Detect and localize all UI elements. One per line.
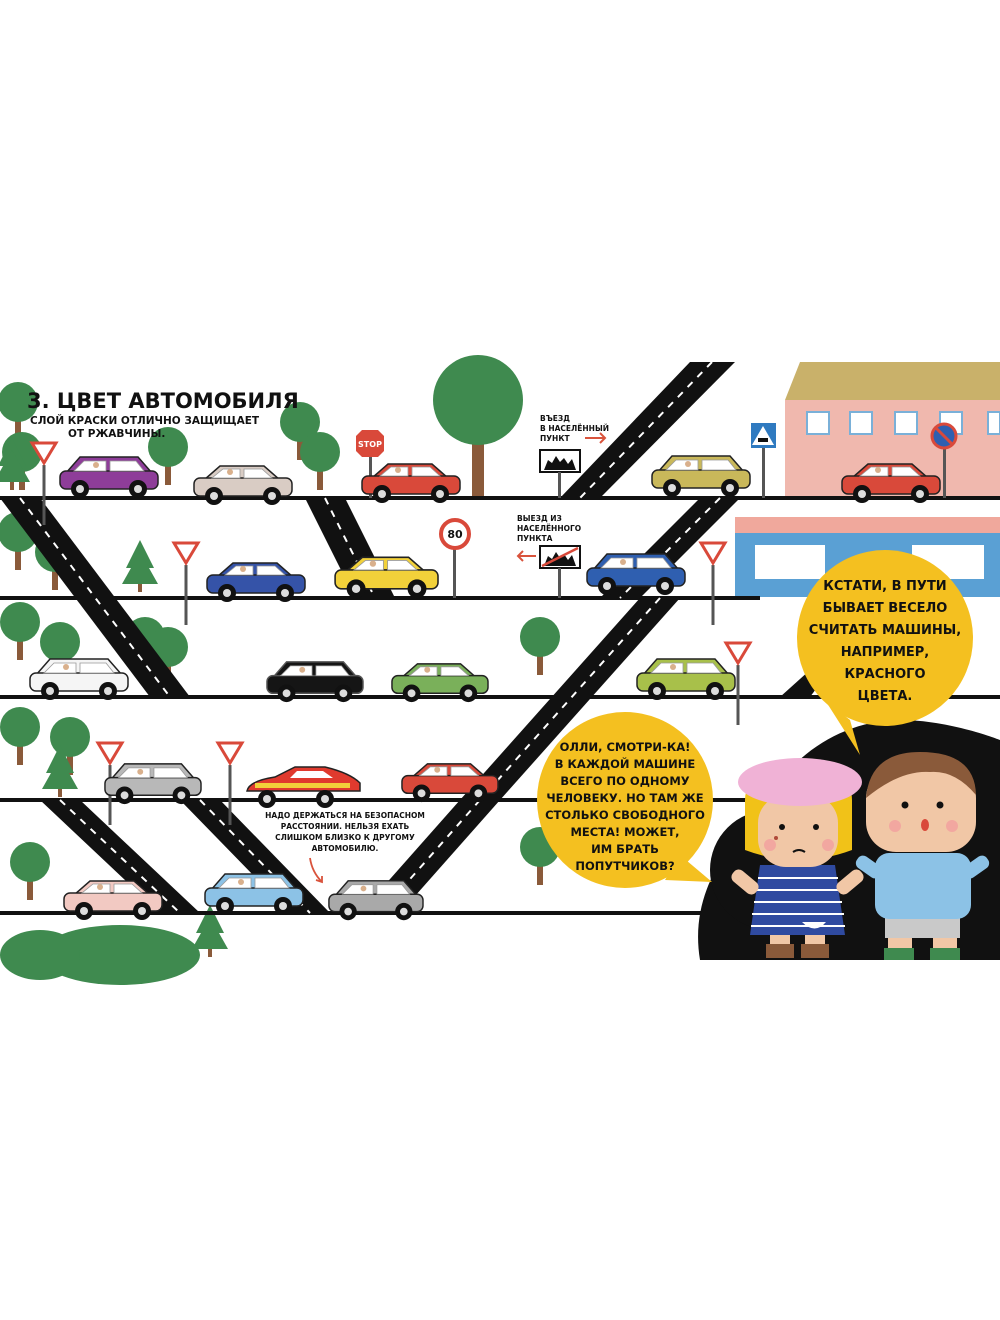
boy-speech-bubble: КСТАТИ, В ПУТИ БЫВАЕТ ВЕСЕЛО СЧИТАТЬ МАШ… [797,550,973,755]
entry-sign-line-3: ПУНКТ [540,434,570,443]
boy-character [855,752,990,960]
car-olive [651,455,751,497]
car-red-2 [841,463,941,503]
girl-bubble-line-6: МЕСТА! МОЖЕТ, [570,825,679,839]
car-red-1 [361,463,461,503]
speed-limit-sign: 80 [439,518,471,598]
car-pink [63,880,163,920]
girl-bubble-line-5: СТОЛЬКО СВОБОДНОГО [545,808,705,822]
town-entry-sign: ВЪЕЗД В НАСЕЛЁННЫЙ ПУНКТ [539,414,609,498]
boy-bubble-line-4: НАПРИМЕР, [841,645,930,660]
subtitle-line-2: ОТ РЖАВЧИНЫ. [68,428,165,440]
speed-limit-label: 80 [447,528,463,541]
subtitle-line-1: СЛОЙ КРАСКИ ОТЛИЧНО ЗАЩИЩАЕТ [30,414,260,427]
car-yellow [334,556,439,599]
car-black [266,661,364,703]
page-title: 3. ЦВЕТ АВТОМОБИЛЯ [27,389,299,413]
big-tree [433,355,523,498]
car-green [391,663,489,703]
crosswalk-sign [751,423,776,498]
cars [29,455,941,921]
entry-sign-line-2: В НАСЕЛЁННЫЙ [540,424,609,433]
car-lightblue [204,873,304,915]
safety-note: НАДО ДЕРЖАТЬСЯ НА БЕЗОПАСНОМ РАССТОЯНИИ.… [265,811,425,884]
heading: 3. ЦВЕТ АВТОМОБИЛЯ СЛОЙ КРАСКИ ОТЛИЧНО З… [27,389,299,440]
boy-bubble-line-3: СЧИТАТЬ МАШИНЫ, [809,623,961,638]
no-parking-sign [930,422,958,498]
arrow-left-icon [516,550,536,562]
car-grey-1 [104,763,202,805]
girl-bubble-line-2: В КАЖДОЙ МАШИНЕ [555,756,696,771]
car-beige [193,465,293,505]
girl-bubble-line-1: ОЛЛИ, СМОТРИ-КА! [560,740,691,754]
boy-bubble-line-2: БЫВАЕТ ВЕСЕЛО [823,601,948,616]
girl-bubble-line-8: ПОПУТЧИКОВ? [575,859,674,873]
exit-sign-line-2: НАСЕЛЁННОГО [517,524,581,533]
car-sports [246,766,361,808]
exit-sign-line-1: ВЫЕЗД ИЗ [517,514,562,523]
car-lime [636,658,736,700]
note-line-3: СЛИШКОМ БЛИЗКО К ДРУГОМУ [275,833,415,842]
car-purple [59,456,159,498]
girl-bubble-line-7: ИМ БРАТЬ [591,842,659,856]
note-line-1: НАДО ДЕРЖАТЬСЯ НА БЕЗОПАСНОМ [265,811,425,820]
girl-bubble-line-3: ВСЕГО ПО ОДНОМУ [560,774,689,788]
arrow-right-icon [585,432,607,444]
girl-speech-bubble: ОЛЛИ, СМОТРИ-КА! В КАЖДОЙ МАШИНЕ ВСЕГО П… [537,712,713,888]
entry-sign-line-1: ВЪЕЗД [540,414,570,423]
car-red-3 [401,763,499,803]
car-blue-1 [206,562,306,602]
girl-bubble-line-4: ЧЕЛОВЕКУ. НО ТАМ ЖЕ [546,791,703,805]
boy-bubble-line-6: ЦВЕТА. [858,689,913,704]
stop-sign: STOP [356,430,384,498]
boy-bubble-line-5: КРАСНОГО [844,667,925,682]
car-blue-2 [586,553,686,595]
stop-sign-label: STOP [358,440,382,449]
town-exit-sign: ВЫЕЗД ИЗ НАСЕЛЁННОГО ПУНКТА [516,514,581,598]
boy-bubble-line-1: КСТАТИ, В ПУТИ [823,579,946,594]
trees [0,355,835,985]
note-line-4: АВТОМОБИЛЮ. [312,844,379,853]
car-grey-2 [328,880,424,921]
note-line-2: РАССТОЯНИИ. НЕЛЬЗЯ ЕХАТЬ [281,822,410,831]
car-white [29,658,129,700]
girl-character [731,758,864,958]
exit-sign-line-3: ПУНКТА [517,534,553,543]
